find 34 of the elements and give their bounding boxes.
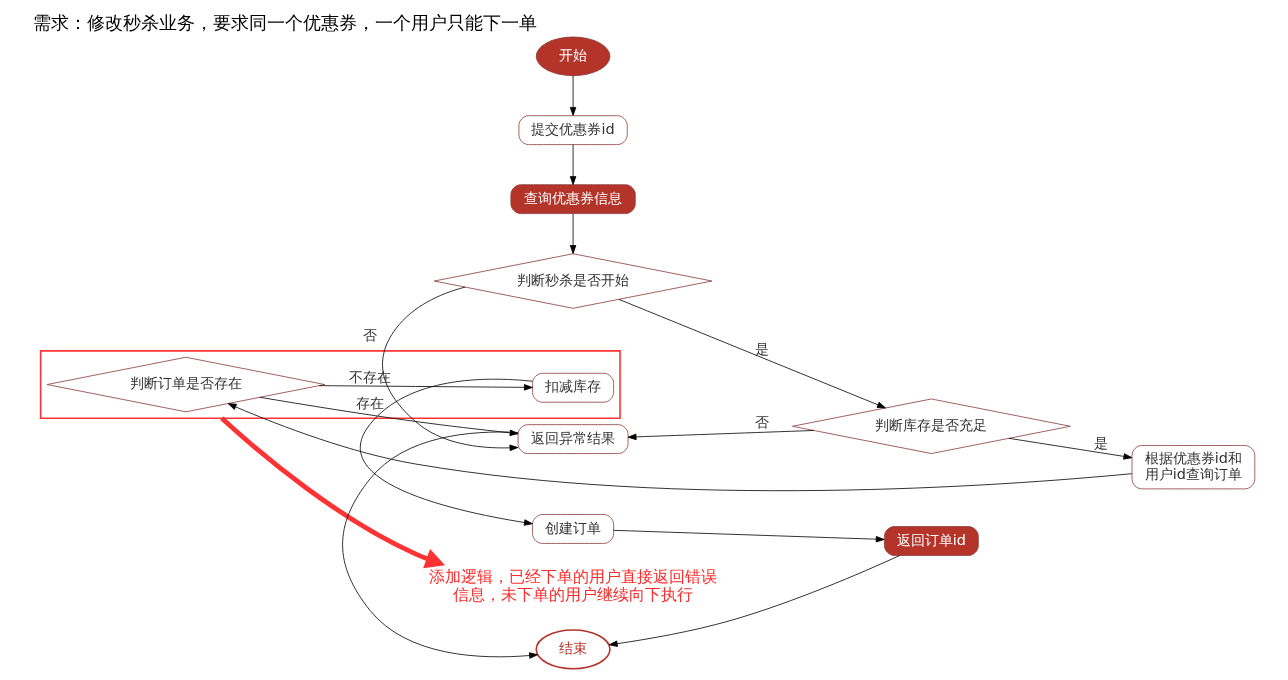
arrow [569,75,576,116]
arrow [227,403,1132,491]
arrow [569,144,576,185]
edge-label: 不存在 [348,368,391,385]
arrow [569,213,576,254]
node-box: 提交优惠券id [518,115,628,145]
edge-label: 存在 [355,395,384,412]
arrow [341,431,538,659]
arrow [1008,437,1132,460]
arrow [219,416,445,569]
arrow [627,430,814,441]
node-box: 根据优惠券id和用户id查询订单 [1131,445,1255,490]
node-text: 添加逻辑，已经下单的用户直接返回错误信息，未下单的用户继续向下执行 [428,566,717,604]
cluster [39,350,621,420]
arrow [618,299,886,409]
edge-label: 是 [1093,435,1108,452]
arrow [612,529,885,543]
arrow [381,286,518,452]
node-box: 扣减库存 [531,372,614,403]
arrow [259,396,518,436]
arrow [318,384,533,391]
node-ellipse: 结束 [534,629,611,670]
diagram-title: 需求：修改秒杀业务，要求同一个优惠券，一个用户只能下一单 [32,12,537,33]
node-box: 创建订单 [531,514,614,544]
node-diamond: 判断秒杀是否开始 [433,253,712,309]
node-box: 返回订单id [883,526,979,556]
arrow [359,378,533,526]
node-box: 返回异常结果 [517,424,628,454]
edge-label: 是 [754,340,769,357]
node-box: 查询优惠券信息 [510,184,636,214]
arrow [608,555,900,647]
edge-label: 否 [362,326,377,343]
edge-label: 否 [754,414,769,431]
node-ellipse: 开始 [535,36,610,77]
